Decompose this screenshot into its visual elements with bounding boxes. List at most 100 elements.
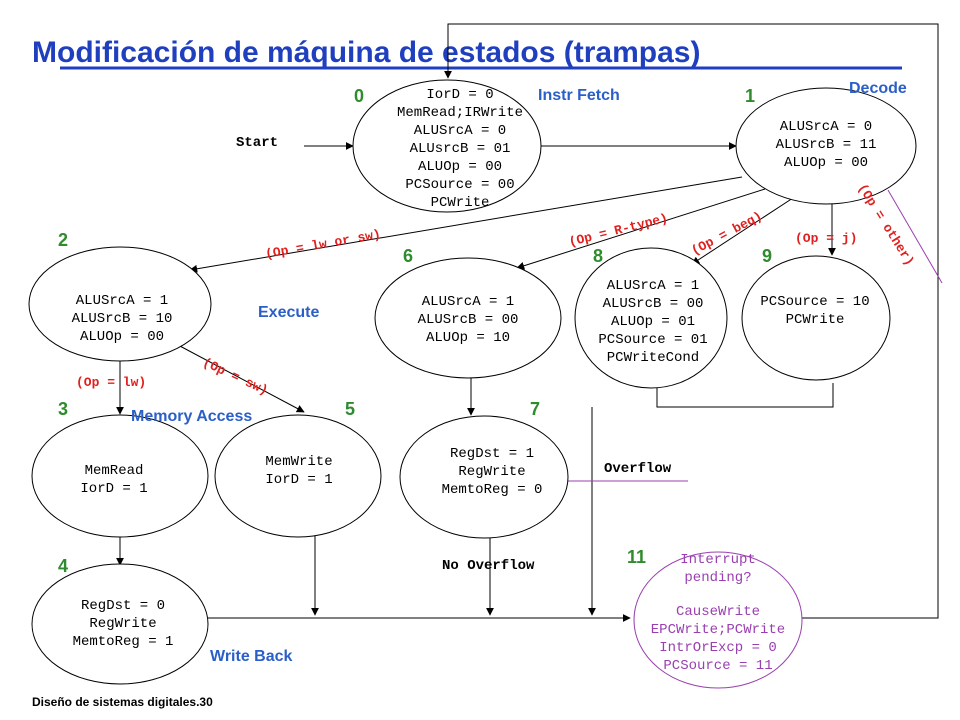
state-4-line: RegDst = 0 (81, 598, 165, 614)
state-4-line: RegWrite (89, 616, 156, 632)
phase-write-back: Write Back (210, 648, 293, 665)
phase-labels: Instr Fetch Decode Execute Memory Access… (131, 80, 907, 665)
arrow-1-to-8 (691, 195, 797, 265)
loop-11-to-0 (444, 23, 939, 619)
state-number-8: 8 (593, 246, 603, 266)
condition-beq: (Op = beq) (689, 209, 765, 259)
state-number-6: 6 (403, 246, 413, 266)
state-7-line: RegWrite (458, 464, 525, 480)
state-1-line: ALUSrcA = 0 (780, 119, 872, 135)
state-0-line: MemRead;IRWrite (397, 105, 523, 121)
state-number-11: 11 (627, 547, 646, 567)
state-8-line: ALUSrcB = 00 (603, 296, 704, 312)
state-8-ellipse (574, 247, 728, 389)
overflow-label: Overflow (604, 461, 672, 477)
state-1-text: ALUSrcA = 0 ALUSrcB = 11 ALUOp = 00 (776, 119, 877, 171)
state-0-line: ALUOp = 00 (418, 159, 502, 175)
state-number-5: 5 (345, 399, 355, 419)
page-title: Modificación de máquina de estados (tram… (32, 36, 700, 69)
transitions (116, 23, 939, 622)
state-0-ellipse (352, 79, 542, 213)
state-3-text: MemRead IorD = 1 (80, 463, 147, 497)
state-1-line: ALUOp = 00 (784, 155, 868, 171)
state-9-line: PCSource = 10 (760, 294, 869, 310)
state-8-text: ALUSrcA = 1 ALUSrcB = 00 ALUOp = 01 PCSo… (598, 278, 707, 366)
phase-instr-fetch: Instr Fetch (538, 87, 620, 104)
state-numbers: 0 1 2 3 4 5 6 7 8 9 11 (58, 86, 772, 576)
state-number-1: 1 (745, 86, 755, 106)
state-3-line: IorD = 1 (80, 481, 147, 497)
state-0-line: IorD = 0 (426, 87, 493, 103)
state-2-line: ALUOp = 00 (80, 329, 164, 345)
state-2-line: ALUSrcA = 1 (76, 293, 168, 309)
state-5-ellipse (214, 414, 382, 538)
state-1-line: ALUSrcB = 11 (776, 137, 877, 153)
state-11-ellipse (633, 551, 803, 689)
state-0-line: ALUSrcA = 0 (414, 123, 506, 139)
other-op-line (887, 189, 943, 284)
state-8-line: PCSource = 01 (598, 332, 707, 348)
state-number-0: 0 (354, 86, 364, 106)
state-11-line: PCSource = 11 (663, 658, 772, 674)
condition-other: (Op = other) (855, 181, 917, 268)
state-7-line: RegDst = 1 (450, 446, 534, 462)
state-2-line: ALUSrcB = 10 (72, 311, 173, 327)
state-number-3: 3 (58, 399, 68, 419)
state-4-ellipse (31, 563, 209, 685)
condition-j: (Op = j) (795, 231, 857, 246)
state-7-line: MemtoReg = 0 (442, 482, 543, 498)
state-6-line: ALUSrcB = 00 (418, 312, 519, 328)
phase-decode: Decode (849, 80, 907, 97)
arrow-1-to-6 (516, 188, 766, 270)
state-7-text: RegDst = 1 RegWrite MemtoReg = 0 (442, 446, 543, 498)
state-11-line: EPCWrite;PCWrite (651, 622, 785, 638)
state-9-ellipse (741, 255, 891, 381)
state-number-2: 2 (58, 230, 68, 250)
state-11-line: IntrOrExcp = 0 (659, 640, 777, 656)
no-overflow-label: No Overflow (442, 558, 535, 574)
arrow-2-to-5 (177, 344, 305, 413)
state-number-4: 4 (58, 556, 68, 576)
condition-sw: (Op = sw) (200, 355, 270, 398)
state-3-line: MemRead (85, 463, 144, 479)
state-0-line: PCWrite (431, 195, 490, 211)
state-2-text: ALUSrcA = 1 ALUSrcB = 10 ALUOp = 00 (72, 293, 173, 345)
arrow-1-to-2 (189, 176, 743, 273)
state-5-line: IorD = 1 (265, 472, 332, 488)
footer-text: Diseño de sistemas digitales.30 (32, 695, 213, 709)
phase-execute: Execute (258, 304, 319, 321)
state-0-text: IorD = 0 MemRead;IRWrite ALUSrcA = 0 ALU… (397, 87, 523, 211)
state-6-text: ALUSrcA = 1 ALUSrcB = 00 ALUOp = 10 (418, 294, 519, 346)
state-ellipses (28, 79, 917, 689)
condition-r-type: (Op = R-type) (567, 211, 669, 250)
state-4-line: MemtoReg = 1 (73, 634, 174, 650)
state-5-text: MemWrite IorD = 1 (265, 454, 332, 488)
phase-memory-access: Memory Access (131, 408, 252, 425)
state-8-line: ALUSrcA = 1 (607, 278, 699, 294)
state-6-ellipse (374, 257, 562, 379)
state-1-ellipse (735, 87, 917, 205)
state-11-text: Interrupt pending? CauseWrite EPCWrite;P… (651, 552, 785, 674)
start-label: Start (236, 135, 278, 151)
state-9-text: PCSource = 10 PCWrite (760, 294, 869, 328)
state-0-line: ALUsrcB = 01 (410, 141, 511, 157)
condition-lw: (Op = lw) (76, 375, 146, 390)
state-8-line: ALUOp = 01 (611, 314, 695, 330)
state-3-ellipse (31, 414, 209, 538)
state-2-ellipse (28, 246, 212, 362)
state-4-text: RegDst = 0 RegWrite MemtoReg = 1 (73, 598, 174, 650)
state-5-line: MemWrite (265, 454, 332, 470)
state-6-line: ALUOp = 10 (426, 330, 510, 346)
state-7-ellipse (399, 415, 569, 539)
state-11-line: CauseWrite (676, 604, 760, 620)
return-line-8-9 (656, 383, 834, 408)
state-11-line: pending? (684, 570, 751, 586)
state-number-9: 9 (762, 246, 772, 266)
state-0-line: PCSource = 00 (405, 177, 514, 193)
condition-lw-or-sw: (Op = lw or sw) (264, 227, 382, 262)
state-6-line: ALUSrcA = 1 (422, 294, 514, 310)
state-11-line: Interrupt (680, 552, 756, 568)
state-8-line: PCWriteCond (607, 350, 699, 366)
state-9-line: PCWrite (786, 312, 845, 328)
